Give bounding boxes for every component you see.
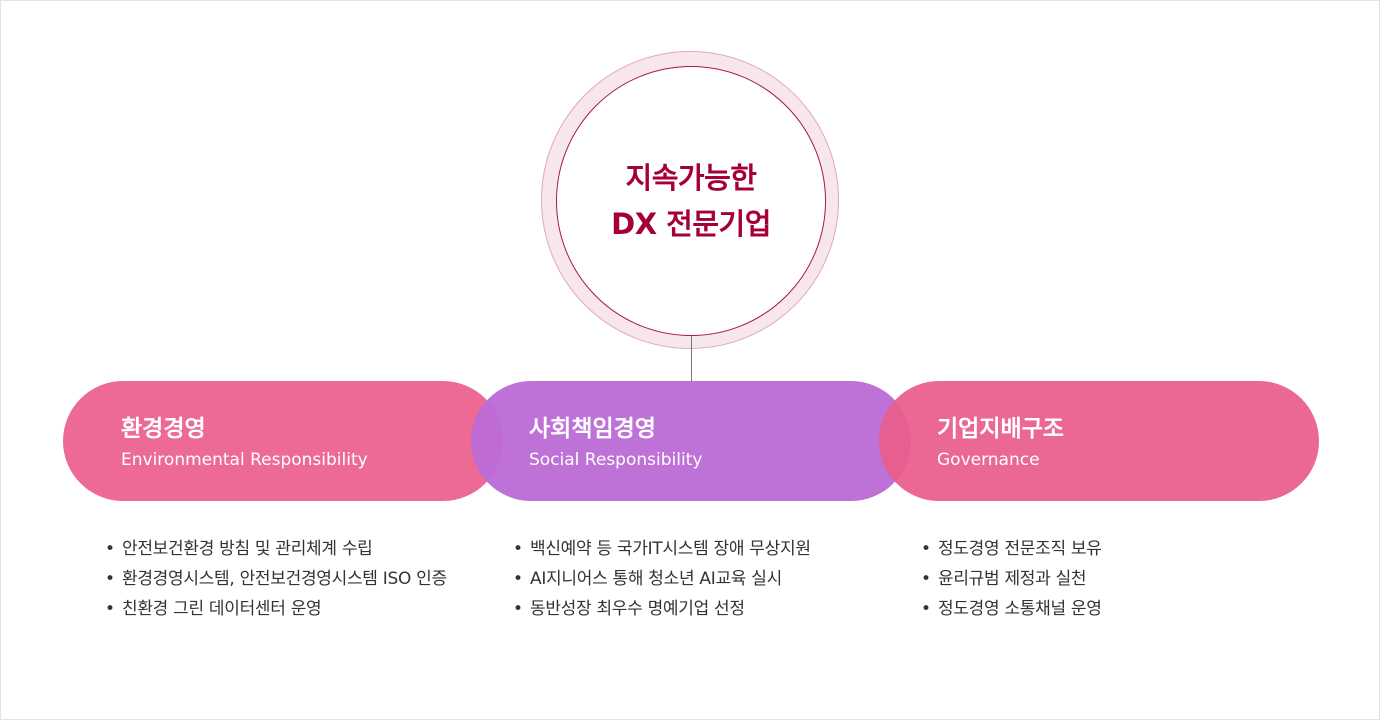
- bullet-icon: •: [513, 599, 523, 619]
- list-item-text: AI지니어스 통해 청소년 AI교육 실시: [530, 569, 782, 589]
- bullet-icon: •: [105, 599, 115, 619]
- pillar-social-title: 사회책임경영: [529, 416, 656, 442]
- bullet-icon: •: [105, 569, 115, 589]
- center-title-line-2: DX 전문기업: [611, 207, 771, 241]
- list-item-text: 정도경영 전문조직 보유: [938, 539, 1102, 559]
- list-item: • 정도경영 소통채널 운영: [921, 594, 1281, 624]
- pillar-environmental-subtitle: Environmental Responsibility: [121, 450, 368, 470]
- list-item-text: 정도경영 소통채널 운영: [938, 599, 1102, 619]
- center-circle: 지속가능한 DX 전문기업: [556, 66, 826, 336]
- list-item: • 안전보건환경 방침 및 관리체계 수립: [105, 534, 465, 564]
- pillar-environmental-title: 환경경영: [121, 416, 206, 442]
- bullet-icon: •: [513, 569, 523, 589]
- list-item: • 정도경영 전문조직 보유: [921, 534, 1281, 564]
- bullet-icon: •: [921, 539, 931, 559]
- pillar-social-subtitle: Social Responsibility: [529, 450, 703, 470]
- list-item-text: 친환경 그린 데이터센터 운영: [122, 599, 322, 619]
- social-item-list: • 백신예약 등 국가IT시스템 장애 무상지원 • AI지니어스 통해 청소년 A…: [513, 534, 873, 624]
- list-item-text: 동반성장 최우수 명예기업 선정: [530, 599, 745, 619]
- list-item: • AI지니어스 통해 청소년 AI교육 실시: [513, 564, 873, 594]
- list-item-text: 윤리규범 제정과 실천: [938, 569, 1087, 589]
- pillar-governance-title: 기업지배구조: [937, 416, 1064, 442]
- list-item: • 친환경 그린 데이터센터 운영: [105, 594, 465, 624]
- list-item: • 백신예약 등 국가IT시스템 장애 무상지원: [513, 534, 873, 564]
- environmental-item-list: • 안전보건환경 방침 및 관리체계 수립 • 환경경영시스템, 안전보건경영시스템…: [105, 534, 465, 624]
- list-item-text: 백신예약 등 국가IT시스템 장애 무상지원: [530, 539, 811, 559]
- bullet-icon: •: [921, 569, 931, 589]
- center-connector-line: [691, 336, 692, 382]
- pillar-governance-subtitle: Governance: [937, 450, 1040, 470]
- bullet-icon: •: [921, 599, 931, 619]
- governance-item-list: • 정도경영 전문조직 보유 • 윤리규범 제정과 실천 • 정도경영 소통채널 운영: [921, 534, 1281, 624]
- pillar-social: 사회책임경영 Social Responsibility: [471, 381, 911, 501]
- bullet-icon: •: [105, 539, 115, 559]
- bullet-icon: •: [513, 539, 523, 559]
- list-item-text: 환경경영시스템, 안전보건경영시스템 ISO 인증: [122, 569, 447, 589]
- list-item: • 동반성장 최우수 명예기업 선정: [513, 594, 873, 624]
- center-title-line-1: 지속가능한: [625, 161, 757, 195]
- list-item: • 환경경영시스템, 안전보건경영시스템 ISO 인증: [105, 564, 465, 594]
- pillar-environmental: 환경경영 Environmental Responsibility: [63, 381, 503, 501]
- list-item-text: 안전보건환경 방침 및 관리체계 수립: [122, 539, 373, 559]
- list-item: • 윤리규범 제정과 실천: [921, 564, 1281, 594]
- pillar-governance: 기업지배구조 Governance: [879, 381, 1319, 501]
